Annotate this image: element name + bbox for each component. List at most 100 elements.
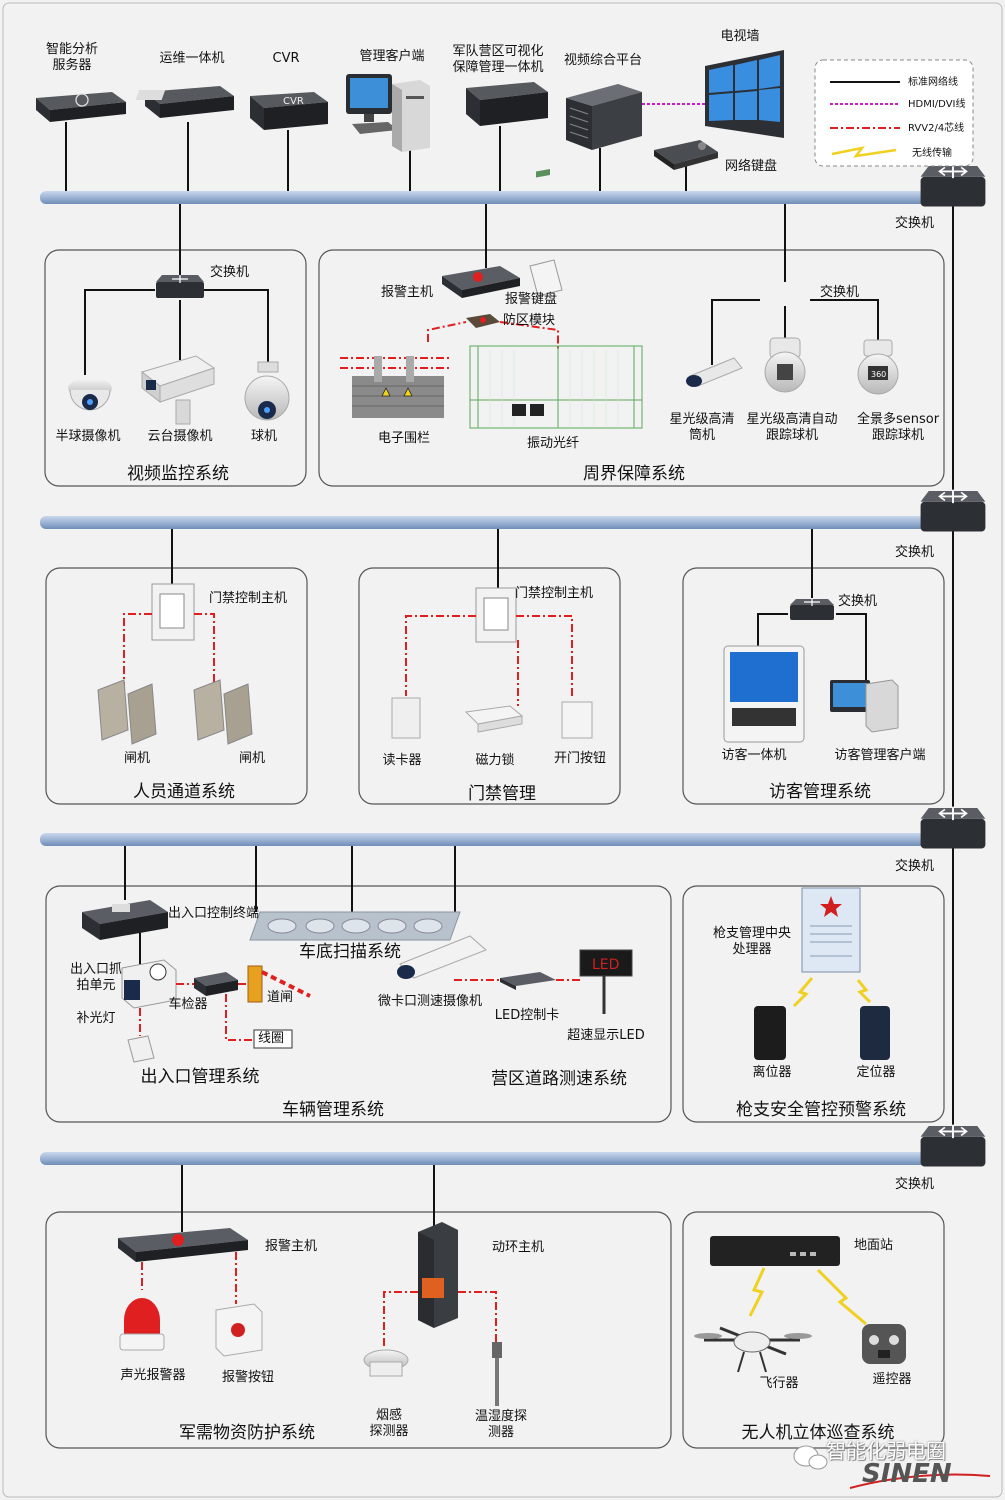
video-system-box <box>44 249 307 487</box>
card-reader-label: 读卡器 <box>382 753 422 768</box>
zone-module-label: 防区模块 <box>503 313 556 328</box>
ball-camera-icon <box>244 361 290 421</box>
gate-2-icon <box>193 679 253 745</box>
cvr-badge-text: CVR <box>283 96 304 107</box>
zone-module-icon <box>466 314 500 328</box>
panorama-badge-text: 360 <box>871 370 886 379</box>
aircraft-label: 飞行器 <box>759 1376 799 1391</box>
smoke-detector-icon <box>363 1349 409 1377</box>
camp-platform-icon <box>466 82 548 126</box>
leave-locator-label: 离位器 <box>752 1065 792 1080</box>
starlight-bullet-icon <box>686 357 743 387</box>
supply-alarm-host-label: 报警主机 <box>265 1239 318 1254</box>
wireless-link-icon <box>748 1267 867 1326</box>
supply-alarm-host-icon <box>118 1228 248 1262</box>
net-keyboard-icon <box>654 140 718 170</box>
electric-fence-icon <box>352 356 444 418</box>
vehicle-rvv-links <box>139 979 580 1041</box>
ground-station-label: 地面站 <box>854 1238 894 1253</box>
visitor-kiosk-icon <box>723 645 805 743</box>
remote-icon <box>862 1324 906 1364</box>
bus-3 <box>40 833 940 846</box>
brand-swoosh-icon <box>849 1473 991 1489</box>
legend <box>814 59 974 167</box>
entrance-system-title: 出入口管理系统 <box>140 1067 260 1087</box>
visitor-switch-label: 交换机 <box>838 594 878 609</box>
locator-icon <box>860 1006 890 1060</box>
starlight-tracking-label: 星光级高清自动 跟踪球机 <box>746 412 838 443</box>
led-card-label: LED控制卡 <box>494 1008 560 1023</box>
weapon-processor-label: 枪支管理中央 处理器 <box>712 926 792 957</box>
underbody-scanner-icon <box>249 911 461 941</box>
vibration-fiber-icon <box>469 345 643 429</box>
speed-system-title: 营区道路测速系统 <box>491 1069 627 1089</box>
tv-wall-icon <box>705 50 784 138</box>
top-device-row <box>65 122 687 191</box>
gate-1-label: 闸机 <box>123 751 151 766</box>
coil-box <box>253 1029 293 1049</box>
switch-icon <box>920 489 986 532</box>
visitor-links <box>757 529 867 680</box>
access-rvv-links <box>405 615 573 706</box>
switch-icon <box>920 806 986 849</box>
cvr-label: CVR <box>272 51 300 66</box>
dome-camera-label: 半球摄像机 <box>55 429 121 444</box>
speed-camera-icon <box>397 935 487 979</box>
remote-label: 遥控器 <box>872 1372 912 1387</box>
access-controller-icon <box>475 587 517 643</box>
aircraft-icon <box>694 1326 812 1373</box>
personnel-controller-label: 门禁控制主机 <box>209 591 288 606</box>
personnel-rvv-links <box>123 613 215 690</box>
camp-platform-label: 军队营区可视化 保障管理一体机 <box>452 44 544 75</box>
panorama-label: 全景多sensor 跟踪球机 <box>856 412 940 443</box>
alarm-host-label: 报警主机 <box>381 285 434 300</box>
supply-system-title: 军需物资防护系统 <box>179 1423 315 1443</box>
visitor-switch-icon <box>790 599 834 620</box>
bus-4 <box>40 1152 940 1165</box>
electric-fence-label: 电子围栏 <box>377 431 431 446</box>
barrier-label: 道闸 <box>266 990 294 1005</box>
watermark-brand: SINEN <box>862 1459 952 1489</box>
bus-1 <box>40 191 940 204</box>
supply-links <box>181 1165 435 1232</box>
perimeter-system-box <box>318 249 945 487</box>
tv-wall-label: 电视墙 <box>720 29 760 44</box>
net-keyboard-label: 网络键盘 <box>725 159 778 174</box>
ptz-camera-icon <box>140 355 216 425</box>
led-card-icon <box>500 972 556 990</box>
access-controller-label: 门禁控制主机 <box>515 586 594 601</box>
personnel-controller-icon <box>151 583 195 641</box>
cvr-icon: CVR <box>250 92 328 130</box>
led-display-icon: LED <box>579 949 633 1014</box>
alarm-button-label: 报警按钮 <box>221 1370 275 1385</box>
legend-rvv: RVV2/4芯线 <box>908 123 965 134</box>
visitor-system-title: 访客管理系统 <box>769 782 871 802</box>
core-switch-label-2: 交换机 <box>895 545 935 560</box>
ops-unit-icon <box>135 86 234 118</box>
gate-1-icon <box>97 679 157 745</box>
leave-locator-icon <box>754 1006 786 1060</box>
alarm-host-icon <box>442 266 520 298</box>
analysis-server-icon <box>36 92 126 122</box>
visitor-system-box <box>682 567 945 805</box>
core-switch-label-1: 交换机 <box>895 216 935 231</box>
switch-icon <box>920 164 986 207</box>
core-switches <box>920 164 986 1167</box>
gate-2-label: 闸机 <box>238 751 266 766</box>
locator-label: 定位器 <box>856 1065 896 1080</box>
video-system-title: 视频监控系统 <box>127 464 229 484</box>
exit-button-icon <box>561 701 593 739</box>
wireless-link-icon <box>792 977 872 1008</box>
strobe-alarm-icon <box>119 1298 165 1351</box>
ball-camera-label: 球机 <box>250 429 278 444</box>
supply-system-box <box>45 1211 672 1449</box>
smoke-detector-label: 烟感 探测器 <box>369 1408 409 1439</box>
vibration-fiber-label: 振动光纤 <box>526 436 580 451</box>
personnel-system-box <box>45 567 308 805</box>
mgmt-client-icon <box>346 74 430 152</box>
supply-rvv-links <box>141 1252 497 1346</box>
barrier-icon <box>247 965 311 1003</box>
legend-hdmi: HDMI/DVI线 <box>908 99 966 110</box>
starlight-tracking-icon <box>764 337 806 393</box>
